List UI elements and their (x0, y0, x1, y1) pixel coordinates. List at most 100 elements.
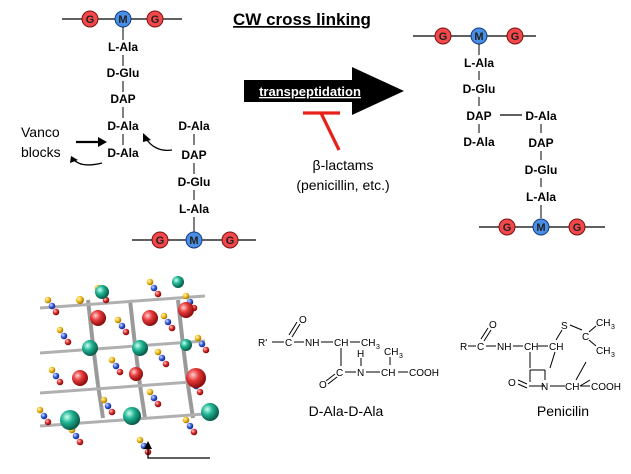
g-sugar (568, 218, 586, 236)
atom-cooh: COOH (409, 368, 439, 379)
peptide-d-glu: D-Glu (463, 82, 496, 96)
glycan-rod (128, 299, 137, 346)
m-sugar (532, 218, 550, 236)
peptide-bead (198, 340, 206, 348)
peptide-bead (146, 278, 154, 286)
atom-c: C (336, 368, 343, 379)
penicillin-label: Penicilin (537, 403, 589, 419)
atom-ch3: CH (361, 338, 375, 349)
peptide-bead (182, 292, 190, 300)
g-sugar-label: G (503, 222, 512, 234)
title: CW cross linking (233, 10, 371, 29)
peptide-bead (116, 368, 124, 376)
vanco-label: Vanco (21, 124, 60, 140)
peptide-bead (52, 308, 60, 316)
atom-o: O (508, 378, 516, 389)
peptide-bead (196, 388, 204, 396)
subscript-3: 3 (399, 353, 403, 360)
peptide-bead (56, 378, 64, 386)
g-sugar-label: G (439, 31, 448, 43)
peptide-bead (146, 388, 154, 396)
atom-ch: CH (565, 382, 579, 393)
glycan-bead (90, 310, 106, 326)
peptide-dap: DAP (110, 92, 135, 106)
transpeptidation-label: transpeptidation (259, 84, 361, 99)
glycan-rod (138, 384, 147, 419)
peptide-bead (202, 346, 210, 354)
left-peptide-chain-a: L-Ala D-Glu DAP D-Ala D-Ala (107, 27, 140, 160)
g-sugar-label: G (86, 14, 95, 26)
penicillin-structure: R C O NH CH CH S C CH 3 CH 3 N O CH (460, 318, 621, 393)
g-sugar (151, 231, 169, 249)
atom-ch: CH (524, 342, 538, 353)
g-sugar (434, 27, 452, 45)
peptide-bead (44, 418, 52, 426)
peptide-bead (150, 284, 158, 292)
peptide-bead (150, 394, 158, 402)
vanco-arrow-head (98, 137, 107, 147)
peptide-bead (48, 302, 56, 310)
peptide-bead (36, 406, 44, 414)
left-peptide-chain-b: D-Ala DAP D-Glu L-Ala (178, 119, 211, 232)
atom-nh: NH (305, 338, 319, 349)
glycan-bead (172, 276, 184, 288)
right-peptide-chain-a: L-Ala D-Glu DAP D-Ala (463, 44, 522, 149)
penicillin-label: (penicillin, etc.) (296, 177, 389, 193)
glycan-bead (76, 296, 84, 304)
glycan-bead (132, 340, 148, 356)
g-sugar-label: G (511, 31, 520, 43)
atom-ch: CH (334, 338, 348, 349)
glycan-bead (72, 370, 88, 386)
peptide-bead (108, 356, 116, 364)
glycan-bead (123, 407, 141, 425)
peptide-d-glu: D-Glu (525, 163, 558, 177)
peptide-d-glu: D-Glu (178, 175, 211, 189)
subscript-3: 3 (376, 344, 380, 351)
peptide-l-ala: L-Ala (108, 40, 138, 54)
atom-nh: NH (497, 342, 511, 353)
peptide-d-ala: D-Ala (107, 119, 139, 133)
peptide-bead (40, 412, 48, 420)
peptide-bead (182, 416, 190, 424)
glycan-bead (82, 340, 98, 356)
atom-o: O (489, 320, 497, 331)
peptide-d-glu: D-Glu (107, 66, 140, 80)
peptide-bead (76, 438, 84, 446)
subscript-3: 3 (611, 352, 615, 359)
peptide-bead (114, 316, 122, 324)
d-ala-d-ala-structure: R' C O NH CH CH 3 C O N H CH CH 3 COOH (258, 315, 439, 391)
left-bottom-glycan-strand: G M G (132, 231, 256, 249)
peptide-bead (100, 396, 108, 404)
mesh-pointer-head (144, 441, 152, 449)
peptide-bead (136, 436, 144, 444)
right-top-glycan-strand: G M G (413, 27, 536, 45)
transpeptidation-arrow: transpeptidation (244, 67, 404, 115)
atom-ch3: CH (596, 346, 610, 357)
peptide-bead (44, 296, 52, 304)
atom-cooh: COOH (591, 382, 621, 393)
glycan-rod (186, 384, 195, 419)
right-bottom-glycan-strand: G M G (479, 218, 605, 236)
peptide-bead (162, 360, 170, 368)
glycan-bead (129, 367, 143, 381)
glycan-bead (201, 403, 219, 421)
curved-arrow-head (143, 133, 151, 142)
atom-n: N (541, 382, 548, 393)
peptide-bead (108, 408, 116, 416)
peptide-bead (158, 354, 166, 362)
glycan-rod (86, 299, 95, 346)
g-sugar (498, 218, 516, 236)
peptide-l-ala: L-Ala (526, 190, 556, 204)
glycan-bead (142, 310, 158, 326)
glycan-rod (96, 384, 105, 419)
peptide-bead (194, 334, 202, 342)
atom-c: C (285, 338, 292, 349)
atom-ch3: CH (384, 347, 398, 358)
peptide-bead (64, 338, 72, 346)
g-sugar-label: G (226, 235, 235, 247)
peptide-dap: DAP (528, 136, 553, 150)
g-sugar-label: G (151, 14, 160, 26)
beta-lactam-inhibition: β-lactams (penicillin, etc.) (296, 111, 390, 193)
atom-r: R (460, 342, 467, 353)
